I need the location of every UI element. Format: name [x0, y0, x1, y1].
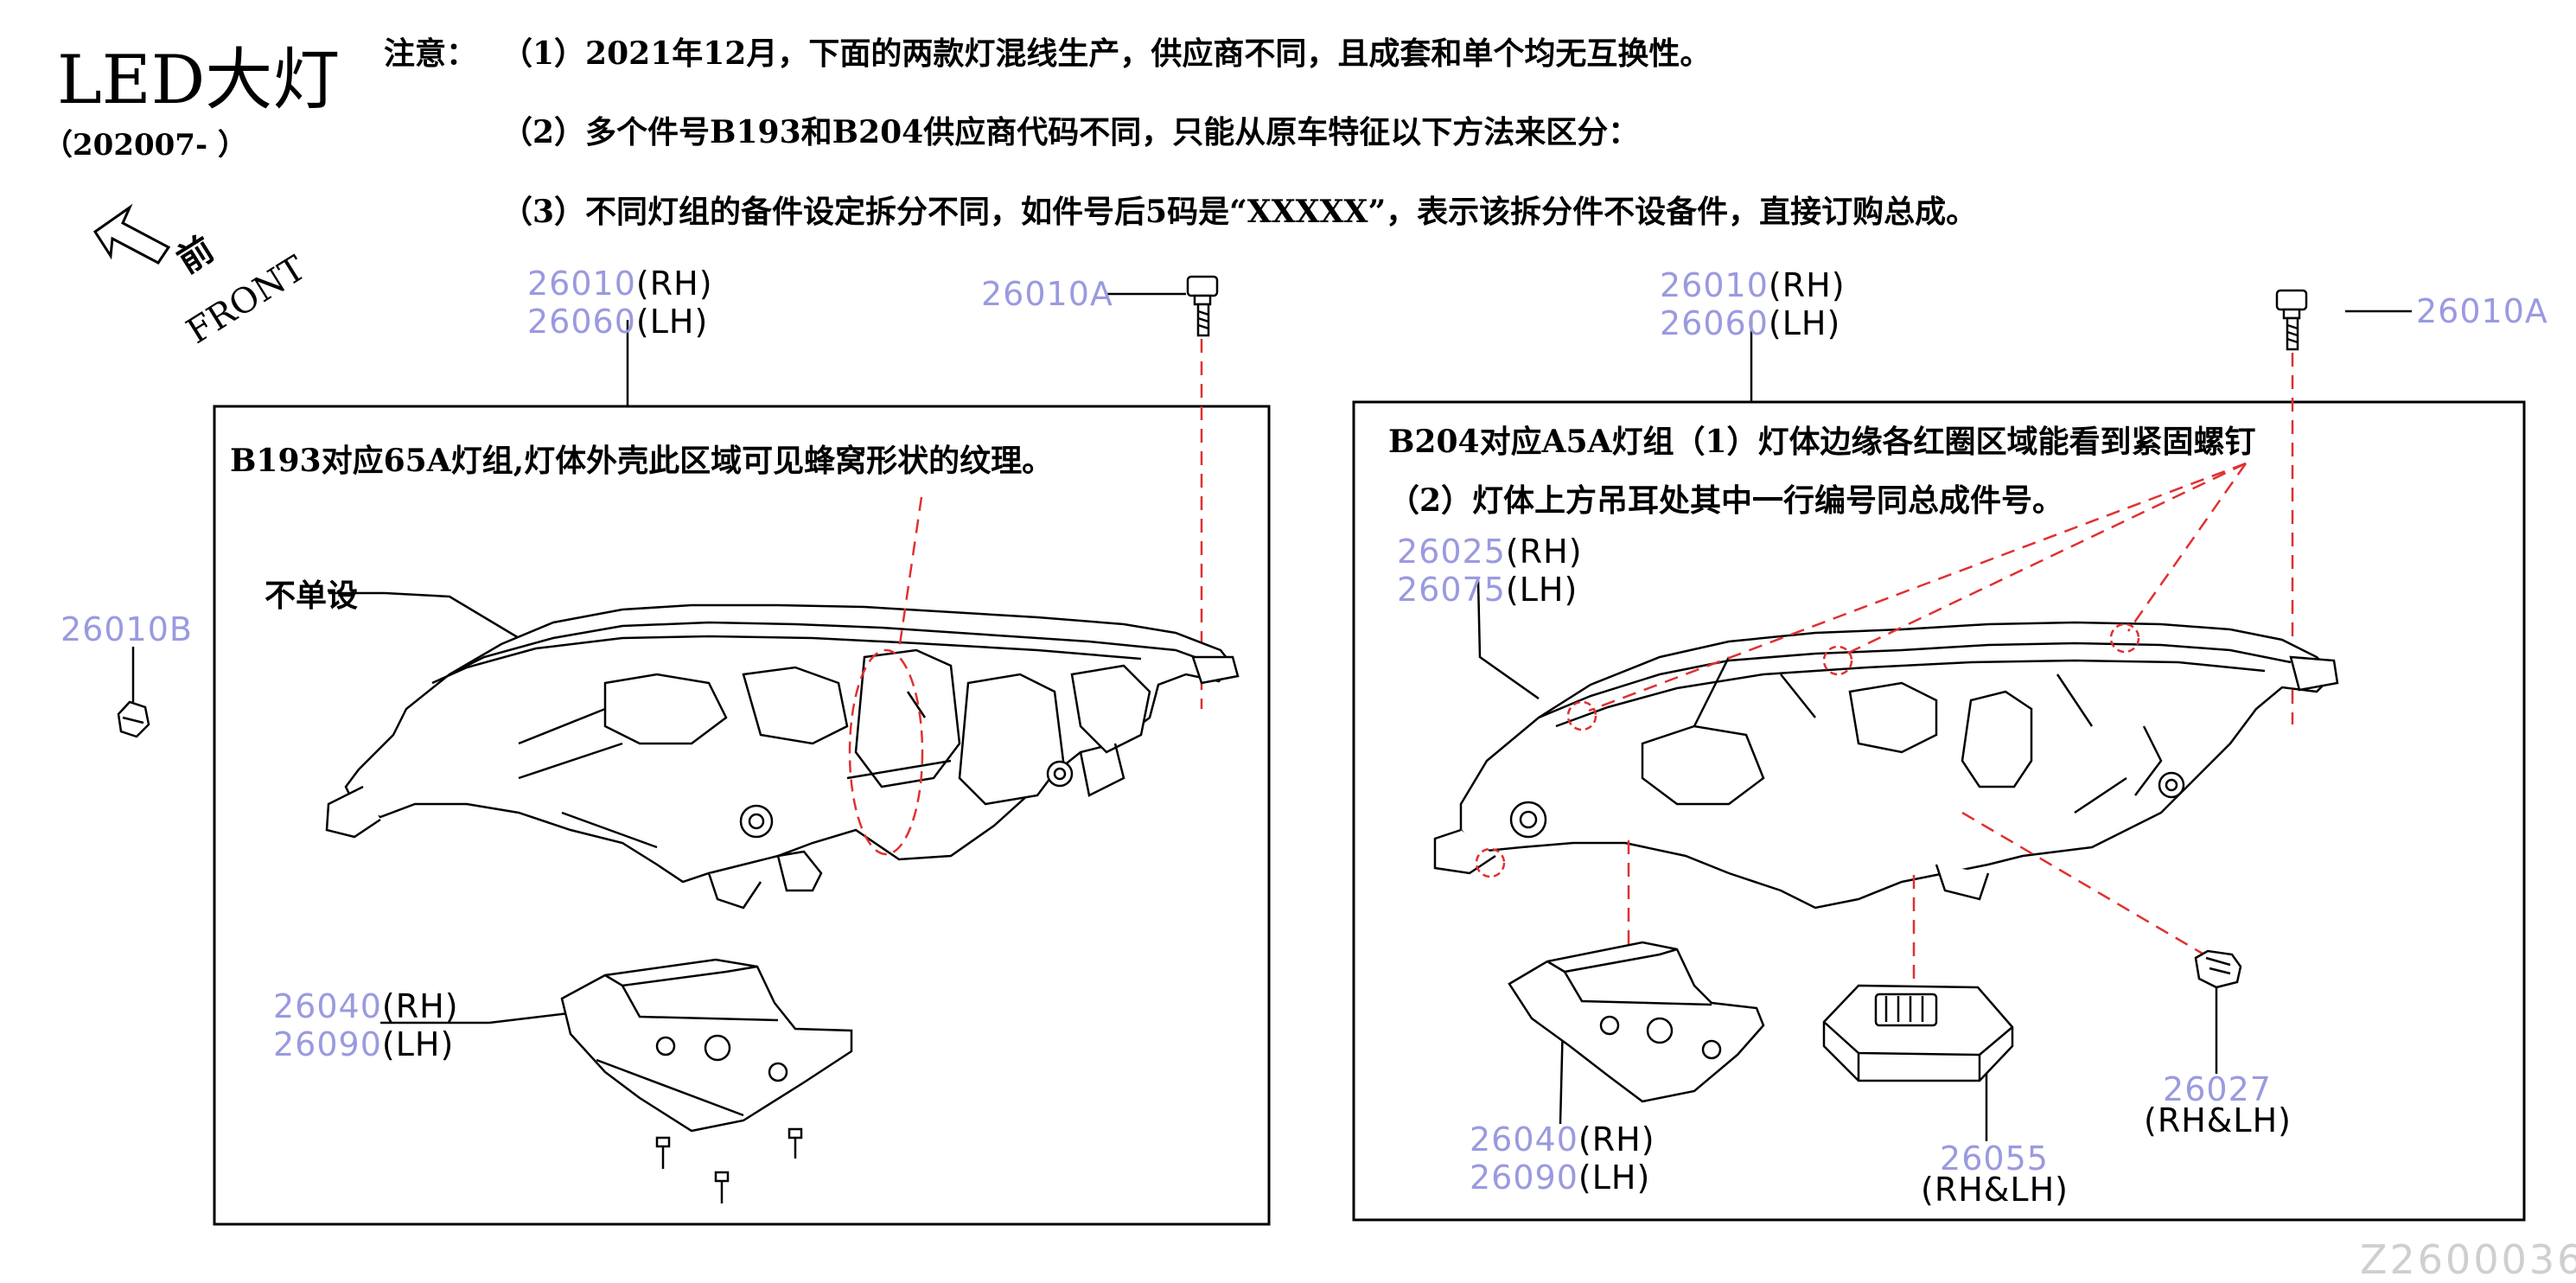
left-bolt-partnumber: 26010A	[981, 275, 1113, 313]
side-label: (LH)	[381, 1025, 455, 1063]
part-number: 26075	[1397, 571, 1506, 609]
clip-icon	[117, 700, 150, 738]
diagram-id: Z2600036	[2360, 1236, 2576, 1283]
side-label: (LH)	[1505, 571, 1578, 609]
left-screws-icon	[655, 1127, 803, 1203]
right-lamp-partnumbers: 26010(RH) 26060(LH)	[1660, 269, 1846, 346]
left-headlamp-icon	[325, 603, 1240, 910]
part-number: 26060	[1660, 304, 1769, 342]
left-leader-lines	[131, 320, 629, 1024]
part-number: 26090	[273, 1025, 382, 1063]
right-cover-partnumbers: 26040(RH) 26090(LH)	[1470, 1123, 1655, 1200]
date-range: （202007- ）	[43, 128, 247, 163]
socket-icon	[2194, 949, 2242, 989]
right-headlamp-icon	[1433, 621, 2339, 910]
ballast-partnumber-group: 26055 (RH&LH)	[1921, 1139, 2069, 1209]
front-arrow-icon	[92, 203, 171, 265]
side-label: (RH)	[381, 987, 459, 1025]
side-label: (RH&LH)	[2144, 1101, 2292, 1139]
right-panel-note-1: B204对应A5A灯组（1）灯体边缘各红圈区域能看到紧固螺钉	[1388, 424, 2256, 460]
left-honeycomb-leader	[897, 496, 923, 651]
part-number: 26010	[1660, 266, 1769, 304]
side-label: (RH)	[1505, 533, 1583, 571]
part-number: 26055	[1940, 1139, 2049, 1178]
left-lamp-partnumbers: 26010(RH) 26060(LH)	[527, 265, 713, 344]
right-panel-frame	[1352, 400, 2526, 1222]
socket-partnumber-group: 26027 (RH&LH)	[2144, 1070, 2292, 1139]
right-panel-note-2: （2）灯体上方吊耳处其中一行编号同总成件号。	[1388, 482, 2064, 519]
side-label: (LH)	[635, 303, 709, 341]
side-label: (RH&LH)	[1921, 1171, 2069, 1209]
side-label: (RH)	[1578, 1120, 1655, 1159]
side-label: (LH)	[1578, 1159, 1651, 1197]
part-number: 26060	[527, 303, 636, 341]
part-number: 26025	[1397, 533, 1506, 571]
note-item-2: （2）多个件号B193和B204供应商代码不同，只能从原车特征以下方法来区分：	[501, 114, 1640, 150]
right-cover-icon	[1508, 941, 1765, 1103]
note-item-1: （1）2021年12月，下面的两款灯混线生产，供应商不同，且成套和单个均无互换性…	[501, 35, 1712, 72]
left-cover-partnumbers: 26040(RH) 26090(LH)	[273, 990, 459, 1067]
side-label: (RH)	[1768, 266, 1846, 304]
part-number: 26040	[1470, 1120, 1578, 1159]
left-bolt-icon	[1186, 275, 1219, 337]
note-item-3: （3）不同灯组的备件设定拆分不同，如件号后5码是“XXXXX”，表示该拆分件不设…	[501, 194, 1978, 230]
screw-callout-circles	[1475, 622, 2140, 878]
ballast-icon	[1822, 984, 2014, 1082]
clip-partnumber: 26010B	[61, 610, 193, 648]
part-number: 26090	[1470, 1159, 1578, 1197]
housing-partnumbers: 26025(RH) 26075(LH)	[1397, 533, 1583, 612]
left-cover-icon	[560, 958, 853, 1133]
right-bolt-partnumber: 26010A	[2416, 292, 2548, 330]
side-label: (LH)	[1768, 304, 1841, 342]
part-number: 26040	[273, 987, 382, 1025]
right-bolt-icon	[2275, 289, 2308, 351]
page-title: LED大灯	[57, 41, 341, 119]
notes-label: 注意：	[384, 35, 478, 72]
not-separate-label: 不单设	[265, 578, 359, 614]
left-honeycomb-callout	[848, 648, 924, 856]
side-label: (RH)	[635, 265, 713, 303]
part-number: 26010	[527, 265, 636, 303]
right-leader-lines	[1476, 310, 2412, 1141]
part-number: 26027	[2163, 1070, 2272, 1108]
left-panel-frame	[213, 405, 1271, 1226]
left-panel-note: B193对应65A灯组,灯体外壳此区域可见蜂窝形状的纹理。	[230, 443, 1054, 479]
